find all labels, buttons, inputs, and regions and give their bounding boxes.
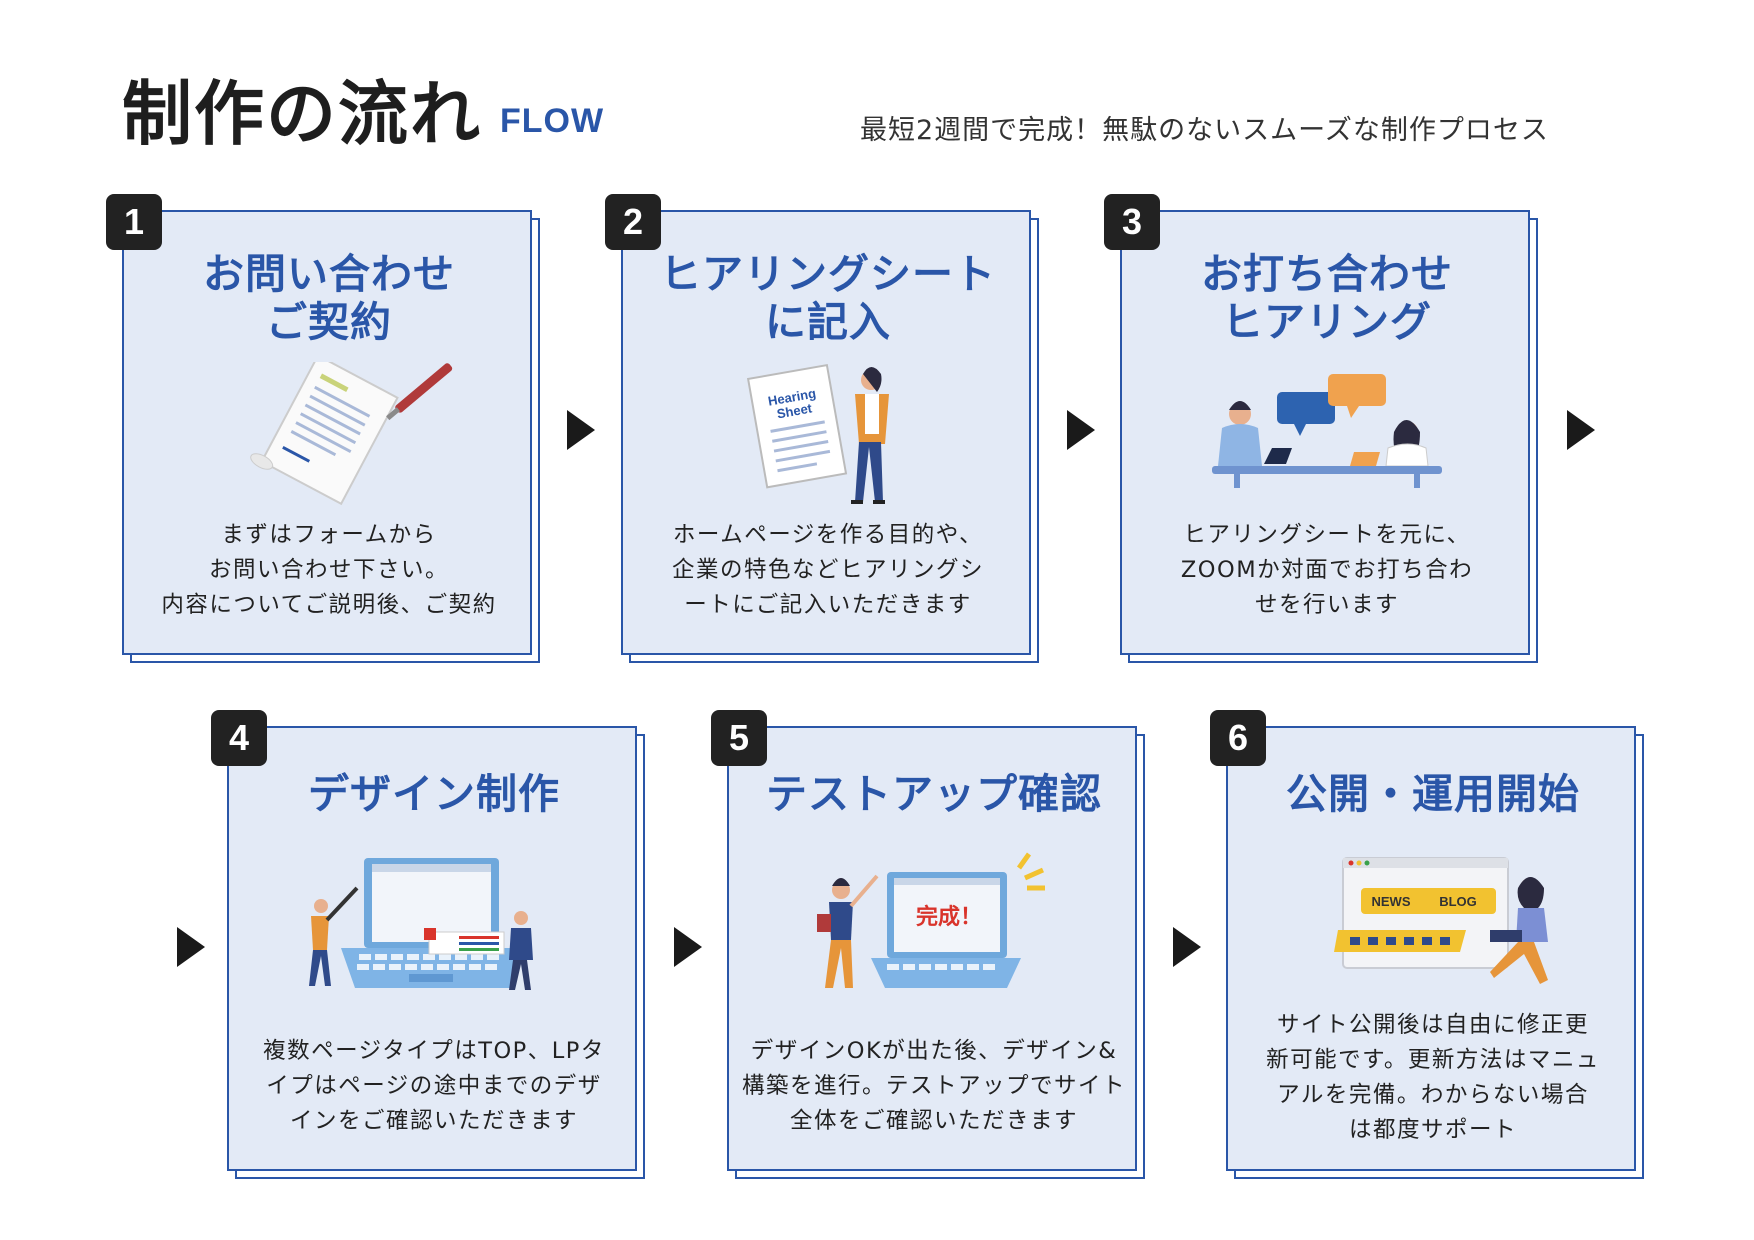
step-description: サイト公開後は自由に修正更 新可能です。更新方法はマニュ アルを完備。わからない… [1266, 1012, 1600, 1143]
step-number-badge: 2 [605, 194, 661, 250]
test-laptop-illustration: 完成！ [817, 852, 1045, 988]
arrow-right-icon [1067, 410, 1095, 450]
step-card-2: ヒアリングシート に記入 Hearing Sheet ホームページを作る目的や、… [605, 194, 1039, 663]
step-title: 公開・運用開始 [1286, 770, 1580, 818]
arrow-right-icon [1567, 410, 1595, 450]
design-laptop-illustration [309, 858, 533, 990]
step-card-1: お問い合わせ ご契約 まずはフォームから お問い合わせ下さい。 内容についてご説… [106, 194, 540, 663]
step-title: お打ち合わせ ヒアリング [1201, 250, 1453, 346]
blog-label: BLOG [1439, 894, 1477, 909]
step-number-badge: 5 [711, 710, 767, 766]
step-card-3: お打ち合わせ ヒアリング ヒアリングシートを元に、 ZOOMか対面でお打ち合わ … [1104, 194, 1538, 663]
step-description: ヒアリングシートを元に、 ZOOMか対面でお打ち合わ せを行います [1180, 522, 1474, 618]
page-title-en: FLOW [500, 102, 605, 140]
step-card-5: テストアップ確認 完成！ デザインOKが出た後、デザイン& 構築を進行。テストア… [711, 710, 1145, 1179]
meeting-illustration [1212, 374, 1442, 488]
website-launch-illustration: NEWS BLOG [1334, 857, 1548, 984]
card-face: 公開・運用開始 NEWS BLOG サイト公開後は自由に修正更 新可能です。更新… [1226, 726, 1636, 1171]
step-title: テストアップ確認 [766, 770, 1102, 818]
card-face: テストアップ確認 完成！ デザインOKが出た後、デザイン& 構築を進行。テストア… [727, 726, 1137, 1171]
card-face: ヒアリングシート に記入 Hearing Sheet ホームページを作る目的や、… [621, 210, 1031, 655]
step-description: デザインOKが出た後、デザイン& 構築を進行。テストアップでサイト 全体をご確認… [741, 1038, 1126, 1134]
step-card-4: デザイン制作 複数ページタイプはTOP、LPタ イプはページの途中まで [211, 710, 645, 1179]
step-title: ヒアリングシート に記入 [660, 250, 996, 346]
contract-illustration [250, 362, 453, 506]
arrow-right-icon [1173, 927, 1201, 967]
complete-text: 完成！ [916, 904, 982, 930]
step-number-badge: 4 [211, 710, 267, 766]
step-number-badge: 6 [1210, 710, 1266, 766]
step-card-6: 公開・運用開始 NEWS BLOG サイト公開後は自由に修正更 新可能です。更新… [1210, 710, 1644, 1179]
news-label: NEWS [1372, 894, 1411, 909]
step-description: 複数ページタイプはTOP、LPタ イプはページの途中までのデザ インをご確認いた… [263, 1038, 605, 1134]
hearing-sheet-illustration: Hearing Sheet [746, 363, 889, 504]
arrow-right-icon [177, 927, 205, 967]
page-title: 制作の流れ [122, 73, 482, 155]
card-face: お問い合わせ ご契約 まずはフォームから お問い合わせ下さい。 内容についてご説… [122, 210, 532, 655]
step-title: お問い合わせ ご契約 [203, 250, 455, 346]
page-subtitle: 最短2週間で完成！無駄のないスムーズな制作プロセス [860, 115, 1549, 146]
step-description: まずはフォームから お問い合わせ下さい。 内容についてご説明後、ご契約 [161, 522, 497, 618]
step-number-badge: 3 [1104, 194, 1160, 250]
step-title: デザイン制作 [308, 770, 560, 818]
arrow-right-icon [567, 410, 595, 450]
card-face: デザイン制作 複数ページタイプはTOP、LPタ イプはページの途中まで [227, 726, 637, 1171]
step-number-badge: 1 [106, 194, 162, 250]
hearing-sheet-text-2: Sheet [776, 400, 814, 421]
arrow-right-icon [674, 927, 702, 967]
step-description: ホームページを作る目的や、 企業の特色などヒアリングシ ートにご記入いただきます [671, 522, 984, 618]
card-face: お打ち合わせ ヒアリング ヒアリングシートを元に、 ZOOMか対面でお打ち合わ … [1120, 210, 1530, 655]
